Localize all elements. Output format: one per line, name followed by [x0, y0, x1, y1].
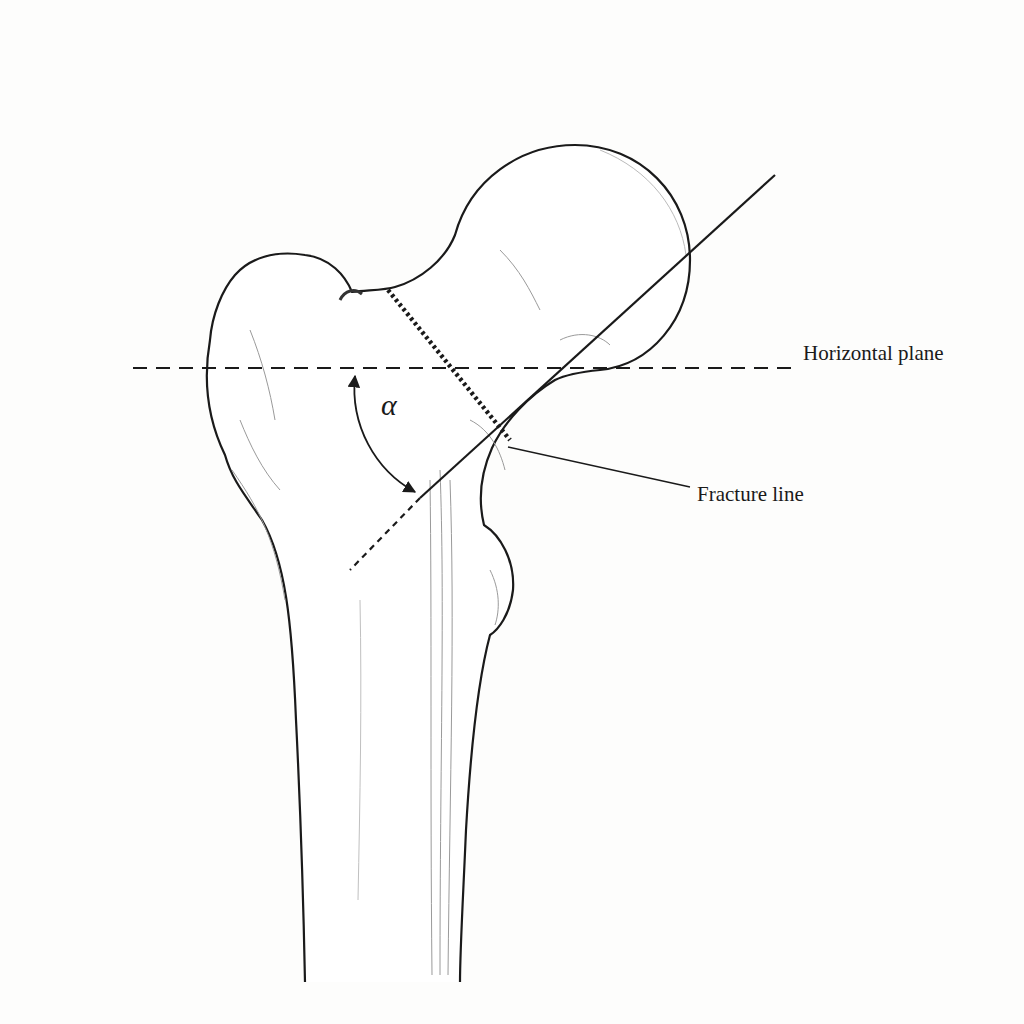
shading: [232, 150, 686, 975]
inclination-dashed: [350, 498, 420, 570]
inclination-line: [420, 175, 775, 498]
fracture-dotted: [388, 290, 510, 440]
plane-label: Horizontal plane: [803, 343, 944, 364]
leader-line: [508, 447, 690, 487]
angle-symbol: α: [381, 390, 397, 420]
femur-outline: [207, 145, 690, 982]
angle-arc: [354, 376, 415, 492]
fracture-label: Fracture line: [697, 484, 804, 505]
horizontal-plane-line: [133, 367, 795, 369]
